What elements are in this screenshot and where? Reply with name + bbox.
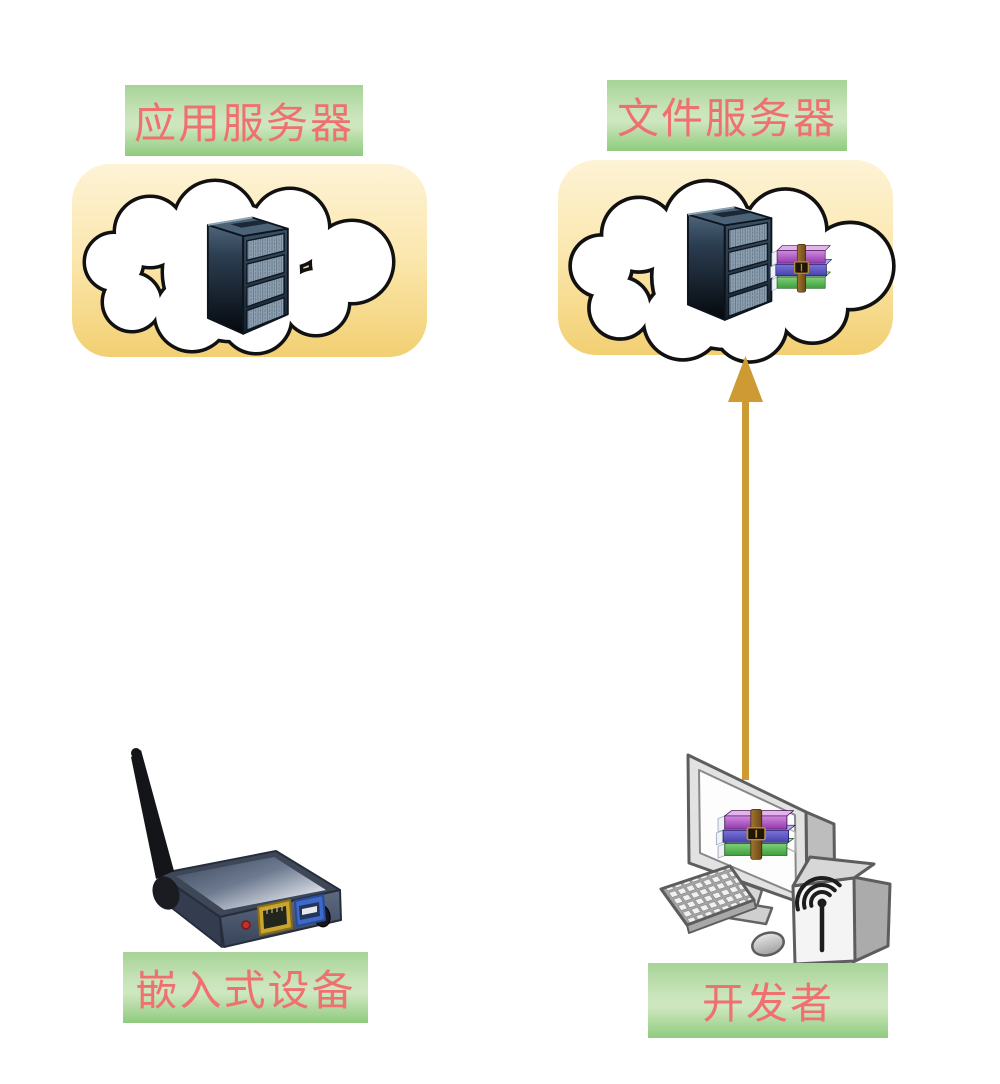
monitor-stand (690, 878, 774, 926)
upload-arrow-connector (728, 356, 763, 780)
document-icon (782, 825, 796, 853)
keyboard-icon (659, 864, 757, 934)
wireless-cube-device-icon (791, 855, 892, 966)
file-server-label: 文件服务器 (607, 80, 847, 151)
mouse-icon (751, 931, 785, 957)
monitor-rar-archive-icon (715, 808, 797, 861)
antenna (131, 748, 180, 910)
led-indicator (241, 920, 251, 930)
app-server-label: 应用服务器 (125, 85, 363, 156)
ethernet-port (257, 899, 293, 936)
usb-port (294, 894, 326, 927)
wireless-router-icon (131, 748, 342, 948)
antenna-signal-icon (795, 876, 842, 953)
developer-label: 开发者 (648, 963, 888, 1038)
monitor-icon (686, 753, 837, 915)
embedded-device-label: 嵌入式设备 (123, 952, 368, 1023)
file-server-cloud-panel (558, 160, 893, 355)
workstation-icon (659, 753, 892, 966)
app-server-cloud-panel (72, 164, 427, 357)
